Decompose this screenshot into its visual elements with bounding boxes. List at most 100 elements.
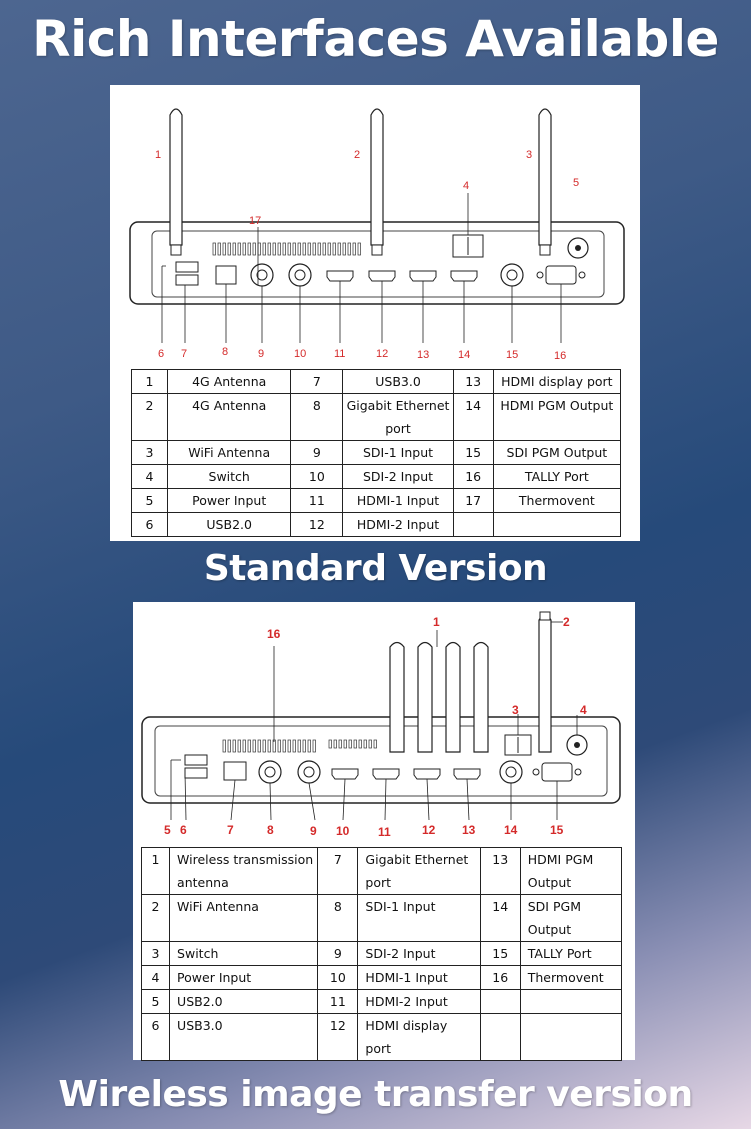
item-number-cell: 7 (290, 369, 344, 394)
item-number-cell: 10 (317, 965, 359, 990)
callout-label: 1 (433, 615, 440, 629)
interface-name-cell: 4G Antenna (167, 369, 292, 394)
item-number-cell: 4 (140, 965, 171, 990)
callout-label: 13 (462, 823, 476, 837)
callout-label: 16 (554, 350, 566, 362)
tally-port-icon (541, 762, 573, 782)
callout-label: 1 (155, 149, 161, 161)
item-number-cell: 2 (130, 393, 169, 441)
vent-slot (358, 739, 362, 749)
callout-label: 14 (458, 349, 470, 361)
item-number-cell: 1 (130, 369, 169, 394)
interface-name-cell: HDMI-2 Input (357, 989, 481, 1014)
antenna-icon (473, 641, 489, 753)
vent-slot (267, 242, 271, 256)
callout-label: 2 (563, 615, 570, 629)
usb-port-icon (184, 767, 208, 779)
item-number-cell: 16 (452, 464, 494, 489)
vent-slot (222, 242, 226, 256)
vent-slot (302, 242, 306, 256)
interface-name-cell: SDI-2 Input (357, 941, 481, 966)
vent-slot (357, 242, 361, 256)
vent-slot (287, 739, 291, 753)
antenna-icon (445, 641, 461, 753)
item-number-cell: 13 (479, 847, 521, 895)
callout-label: 12 (422, 823, 436, 837)
vent-slot (337, 242, 341, 256)
interface-name-cell (519, 1013, 623, 1061)
callout-label: 3 (512, 703, 519, 717)
hdmi-port-icon (453, 768, 481, 780)
thermovent-grille (328, 739, 377, 749)
vent-slot (282, 242, 286, 256)
callout-label: 8 (267, 823, 274, 837)
interface-name-cell: Switch (167, 464, 292, 489)
vent-slot (242, 739, 246, 753)
callout-label: 17 (249, 215, 261, 227)
vent-slot (267, 739, 271, 753)
antenna-icon (370, 108, 384, 256)
standard-version-title: Standard Version (203, 548, 548, 589)
item-number-cell: 9 (317, 941, 359, 966)
page-title: Rich Interfaces Available (32, 10, 719, 68)
vent-slot (227, 739, 231, 753)
item-number-cell: 17 (452, 488, 494, 513)
vent-slot (287, 242, 291, 256)
vent-slot (262, 739, 266, 753)
sdi-port-icon (250, 263, 274, 287)
hdmi-port-icon (413, 768, 441, 780)
vent-slot (252, 242, 256, 256)
vent-slot (332, 242, 336, 256)
vent-slot (247, 739, 251, 753)
vent-slot (348, 739, 352, 749)
item-number-cell: 7 (317, 847, 359, 895)
item-number-cell: 13 (452, 369, 494, 394)
callout-label: 13 (417, 349, 429, 361)
callout-label: 12 (376, 348, 388, 360)
item-number-cell: 11 (317, 989, 359, 1014)
hdmi-port-icon (331, 768, 359, 780)
interface-name-cell: SDI-2 Input (342, 464, 454, 489)
vent-slot (342, 242, 346, 256)
vent-slot (347, 242, 351, 256)
interface-name-cell: TALLY Port (519, 941, 623, 966)
sdi-port-icon (258, 760, 282, 784)
vent-slot (247, 242, 251, 256)
vent-slot (292, 242, 296, 256)
vent-slot (212, 242, 216, 256)
item-number-cell: 11 (290, 488, 344, 513)
hdmi-port-icon (368, 270, 396, 282)
item-number-cell: 8 (317, 894, 359, 942)
item-number-cell (479, 989, 521, 1014)
vent-slot (307, 739, 311, 753)
usb-port-icon (184, 754, 208, 766)
vent-slot (227, 242, 231, 256)
callout-label: 10 (294, 348, 306, 360)
callout-label: 3 (526, 149, 532, 161)
vent-slot (252, 739, 256, 753)
interface-name-cell: 4G Antenna (167, 393, 292, 441)
interface-name-cell (519, 989, 623, 1014)
interface-name-cell: Gigabit Ethernet port (357, 847, 481, 895)
item-number-cell: 6 (140, 1013, 171, 1061)
vent-slot (368, 739, 372, 749)
vent-slot (363, 739, 367, 749)
hdmi-port-icon (326, 270, 354, 282)
standard-device-diagram: 1 2 3 4 5 6 7 8 9 10 11 12 13 14 15 16 1… (129, 108, 625, 362)
interface-name-cell: Power Input (167, 488, 292, 513)
item-number-cell: 6 (130, 512, 169, 537)
vent-slot (277, 242, 281, 256)
vent-slot (353, 739, 357, 749)
vent-slot (312, 739, 316, 753)
item-number-cell: 4 (130, 464, 169, 489)
vent-slot (292, 739, 296, 753)
interface-name-cell: USB3.0 (342, 369, 454, 394)
callout-label: 9 (310, 824, 317, 838)
interface-name-cell: WiFi Antenna (169, 894, 319, 942)
ethernet-port-icon (215, 265, 237, 285)
